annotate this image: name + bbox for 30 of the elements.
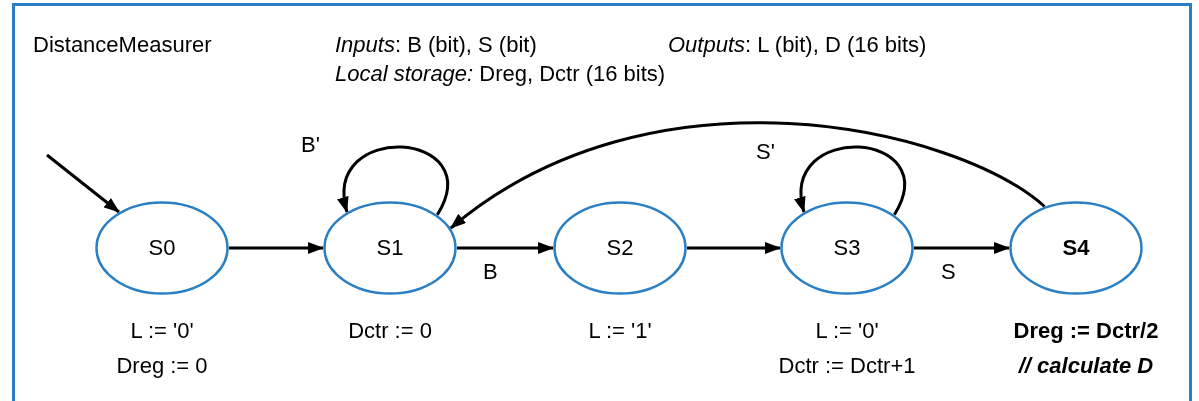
state-action: L := '1': [588, 317, 652, 345]
transition-arrow: [449, 121, 1046, 230]
transition-arrow: [795, 145, 906, 216]
state-action: L := '0': [130, 317, 194, 345]
state-action: Dctr := Dctr+1: [778, 352, 916, 380]
diagram-title: DistanceMeasurer: [33, 32, 212, 58]
state-name: S4: [1061, 235, 1091, 261]
state-name: S1: [375, 235, 405, 261]
state-ellipse: [553, 201, 687, 295]
transition-arrow: [229, 242, 324, 254]
transition-arrow: [914, 242, 1010, 254]
state-action: Dctr := 0: [348, 317, 432, 345]
state-action: L := '0': [815, 317, 879, 345]
header-note: Local storage: Dreg, Dctr (16 bits): [335, 61, 666, 87]
state-ellipse: [1009, 201, 1143, 295]
header-note: Outputs: L (bit), D (16 bits): [668, 32, 927, 58]
transition-arrow: [457, 242, 554, 254]
transition-arrow: [687, 242, 781, 254]
header-note: Inputs: B (bit), S (bit): [335, 32, 537, 58]
state-name: S0: [147, 235, 177, 261]
state-name: S2: [605, 235, 635, 261]
state-action: Dreg := 0: [116, 352, 208, 380]
state-ellipse: [780, 201, 914, 295]
state-action: // calculate D: [1018, 352, 1154, 380]
state-ellipse: [323, 201, 457, 295]
transition-arrow: [338, 145, 449, 216]
state-name: S3: [832, 235, 862, 261]
state-action: Dreg := Dctr/2: [1013, 317, 1159, 345]
transition-arrow: [46, 153, 120, 214]
state-ellipse: [95, 201, 229, 295]
